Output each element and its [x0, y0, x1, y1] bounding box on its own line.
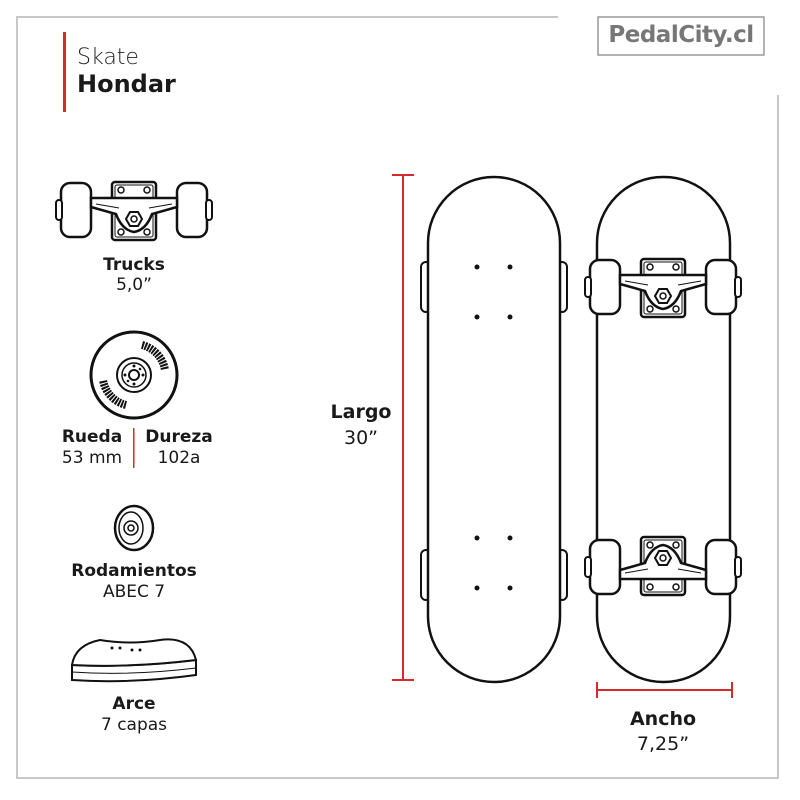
skateboard-top-view [420, 175, 568, 684]
length-label: Largo [330, 401, 392, 423]
bearing-icon [113, 504, 155, 552]
logo-box [597, 16, 765, 56]
width-label: Ancho [629, 708, 697, 730]
trucks-value: 5,0” [116, 275, 152, 295]
product-category: Skate [77, 45, 139, 70]
product-model: Hondar [77, 70, 176, 98]
frame-border [16, 16, 779, 779]
trucks-label: Trucks [103, 255, 165, 275]
spec-divider [133, 428, 135, 468]
wheel-label: Rueda [61, 427, 123, 447]
brand-logo: PedalCity.cl [608, 22, 754, 48]
hardness-value: 102a [157, 448, 201, 468]
length-value: 30” [343, 427, 379, 449]
bearings-label: Rodamientos [71, 561, 197, 581]
width-dimension-line [596, 682, 733, 698]
deck-layers-icon [70, 638, 198, 683]
skateboard-bottom-view [583, 175, 743, 684]
width-value: 7,25” [636, 733, 690, 755]
bearings-value: ABEC 7 [102, 582, 166, 602]
title-accent-bar [63, 32, 66, 112]
trucks-icon [54, 180, 214, 242]
deck-material-label: Arce [112, 694, 156, 714]
wheel-icon [89, 330, 179, 420]
length-dimension-line [392, 174, 414, 681]
wheel-value: 53 mm [61, 448, 123, 468]
deck-plies-value: 7 capas [100, 715, 168, 735]
hardness-label: Dureza [145, 427, 213, 447]
